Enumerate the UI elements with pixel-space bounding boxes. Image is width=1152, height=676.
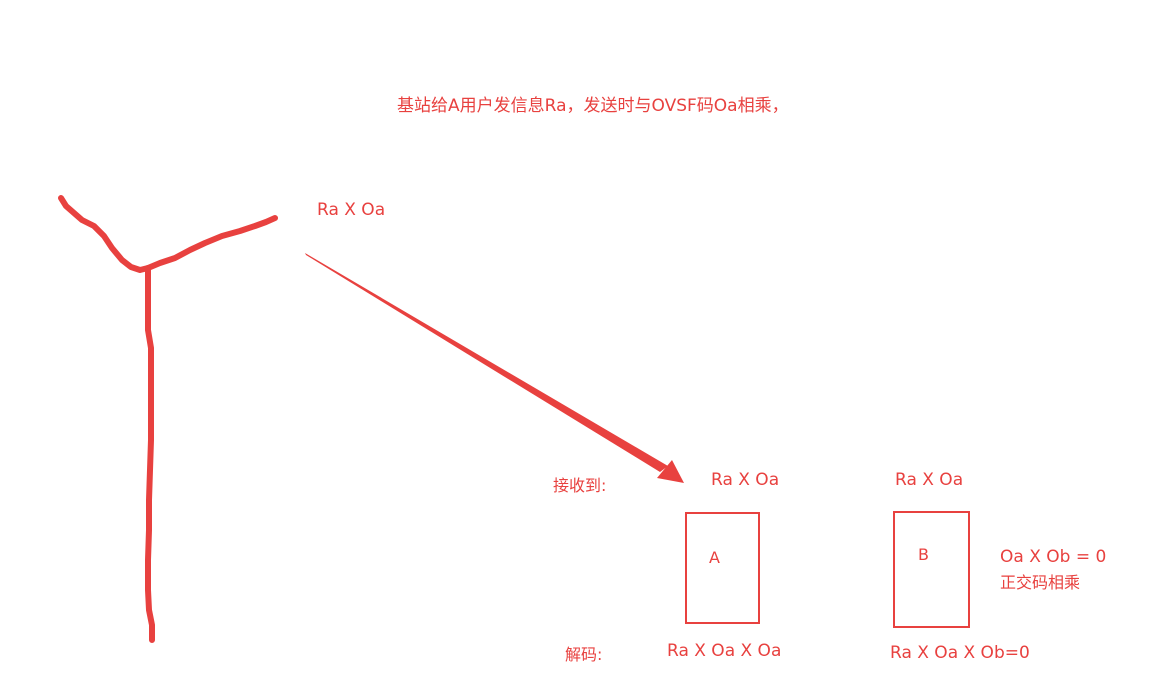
diagram-title: 基站给A用户发信息Ra，发送时与OVSF码Oa相乘， xyxy=(397,96,789,116)
antenna-left-arm xyxy=(58,195,151,273)
user-b-decode-result: Ra X Oa X Ob=0 xyxy=(890,643,1030,663)
user-a-box xyxy=(685,512,760,624)
decode-label: 解码: xyxy=(565,645,603,664)
base-station-antenna-icon xyxy=(58,195,278,643)
transmission-arrow-icon xyxy=(305,253,684,483)
orthogonal-note: 正交码相乘 xyxy=(1000,573,1081,592)
user-b-received-signal: Ra X Oa xyxy=(895,470,964,490)
arrow-shaft xyxy=(305,253,668,472)
user-a-decode-result: Ra X Oa X Oa xyxy=(667,641,782,661)
user-b-box xyxy=(893,511,970,628)
arrow-head xyxy=(657,460,684,483)
user-a-label: A xyxy=(709,548,720,567)
receive-label: 接收到: xyxy=(553,476,607,495)
orthogonal-equation: Oa X Ob = 0 xyxy=(1000,547,1107,567)
sent-signal-formula: Ra X Oa xyxy=(317,200,386,220)
antenna-right-arm xyxy=(145,215,278,271)
user-b-label: B xyxy=(918,545,929,564)
user-a-received-signal: Ra X Oa xyxy=(711,470,780,490)
antenna-mast xyxy=(145,265,155,643)
